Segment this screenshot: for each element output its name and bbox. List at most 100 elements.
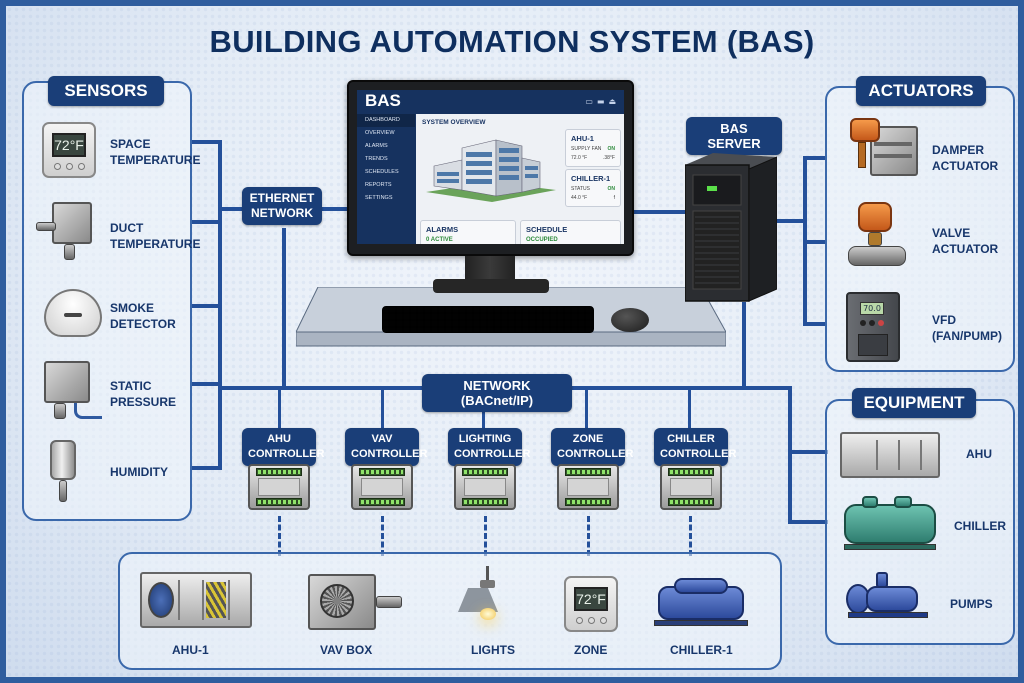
controller-drop-wire — [688, 388, 691, 430]
diagram-title: BUILDING AUTOMATION SYSTEM (BAS) — [209, 24, 815, 59]
mouse-icon — [611, 308, 649, 332]
valve-actuator-icon — [848, 202, 910, 276]
zone-display: 72°F — [574, 587, 608, 611]
bas-dashboard-screen: BAS ▭ ▬ ⏏ DASHBOARD OVERVIEW ALARMS TREN… — [357, 90, 624, 244]
bas-server-badge: BAS SERVER — [686, 117, 782, 155]
field-label-ahu-1: AHU-1 — [172, 643, 209, 657]
actuators-heading: ACTUATORS — [856, 76, 986, 106]
system-overview-title: SYSTEM OVERVIEW — [422, 119, 486, 126]
alarms-card[interactable]: ALARMS 0 ACTIVE — [420, 220, 516, 244]
nav-alarms[interactable]: ALARMS — [365, 143, 388, 149]
chat-icon[interactable]: ▭ — [585, 96, 593, 106]
actuator-label-vfd: VFD(FAN/PUMP) — [932, 313, 1002, 343]
pump-icon — [846, 572, 932, 622]
ahu-controller-icon[interactable] — [248, 464, 310, 510]
sensor-bus-wire — [218, 140, 222, 470]
nav-overview[interactable]: OVERVIEW — [365, 130, 395, 136]
vav-box-icon — [308, 574, 404, 634]
field-label-lights: LIGHTS — [471, 643, 515, 657]
ahu-unit-icon — [840, 432, 940, 478]
equipment-label-pumps: PUMPS — [950, 597, 993, 611]
field-link-dashed — [484, 516, 487, 556]
vav-controller-icon[interactable] — [351, 464, 413, 510]
sensor-tap-wire — [190, 382, 220, 386]
sensor-label-humidity: HUMIDITY — [110, 465, 168, 479]
smoke-detector-icon — [44, 289, 102, 337]
duct-sensor-icon — [36, 202, 96, 262]
chiller-controller-icon[interactable] — [660, 464, 722, 510]
bas-monitor: BAS ▭ ▬ ⏏ DASHBOARD OVERVIEW ALARMS TREN… — [347, 80, 634, 256]
nav-settings[interactable]: SETTINGS — [365, 195, 393, 201]
ethernet-down-wire — [282, 228, 286, 388]
actuator-tap-wire — [803, 156, 827, 160]
equipment-label-chiller: CHILLER — [954, 519, 1006, 533]
sensors-heading: SENSORS — [48, 76, 164, 106]
diagram-canvas: BUILDING AUTOMATION SYSTEM (BAS) — [6, 6, 1018, 677]
mail-icon[interactable]: ▬ — [596, 96, 605, 106]
actuator-tap-wire — [803, 240, 827, 244]
server-actuator-wire — [777, 219, 805, 223]
actuator-tap-wire — [803, 322, 827, 326]
nav-schedules[interactable]: SCHEDULES — [365, 169, 399, 175]
bacnet-bus-wire — [788, 386, 792, 522]
field-label-chiller-1: CHILLER-1 — [670, 643, 733, 657]
ethernet-link-wire — [220, 207, 250, 211]
field-link-dashed — [587, 516, 590, 556]
lighting-controller-icon[interactable] — [454, 464, 516, 510]
ethernet-monitor-wire — [318, 207, 350, 211]
chiller-icon — [654, 576, 748, 632]
humidity-sensor-icon — [50, 440, 80, 504]
field-link-dashed — [689, 516, 692, 556]
controller-drop-wire — [381, 388, 384, 430]
dashboard-nav: DASHBOARD OVERVIEW ALARMS TRENDS SCHEDUL… — [357, 114, 415, 244]
air-handler-icon — [140, 572, 252, 628]
field-link-dashed — [278, 516, 281, 556]
server-down-wire — [742, 302, 746, 388]
user-icon[interactable]: ⏏ — [608, 96, 616, 106]
monitor-stand — [465, 256, 515, 281]
thermostat-display: 72°F — [52, 133, 86, 157]
field-label-zone: ZONE — [574, 643, 608, 657]
server-tower-icon — [685, 153, 777, 302]
chiller-unit-icon — [842, 496, 938, 556]
controller-drop-wire — [585, 388, 588, 430]
vfd-icon: 70.0 — [846, 292, 900, 362]
pressure-sensor-icon — [44, 361, 104, 426]
equipment-tap-wire — [788, 450, 828, 454]
monitor-base — [433, 279, 549, 293]
bacnet-network-badge: NETWORK (BACnet/IP) — [422, 374, 572, 412]
dashboard-main: SYSTEM OVERVIEW — [416, 114, 624, 244]
monitor-server-wire — [634, 210, 688, 214]
equipment-tap-wire — [788, 520, 828, 524]
thermostat-icon: 72°F — [42, 122, 96, 178]
keyboard-icon — [382, 306, 594, 333]
equipment-heading: EQUIPMENT — [852, 388, 976, 418]
sensor-tap-wire — [190, 220, 220, 224]
controller-drop-wire — [278, 388, 281, 430]
sensor-tap-wire — [190, 466, 220, 470]
damper-actuator-icon — [840, 118, 922, 182]
zone-controller-icon[interactable] — [557, 464, 619, 510]
field-link-dashed — [381, 516, 384, 556]
nav-dashboard[interactable]: DASHBOARD — [357, 114, 415, 127]
sensor-tap-wire — [190, 140, 220, 144]
schedule-card[interactable]: SCHEDULE OCCUPIED — [520, 220, 621, 244]
bas-brand: BAS — [365, 91, 401, 110]
pendant-light-icon — [456, 566, 520, 626]
nav-trends[interactable]: TRENDS — [365, 156, 388, 162]
nav-reports[interactable]: REPORTS — [365, 182, 392, 188]
field-label-vav-box: VAV BOX — [320, 643, 373, 657]
